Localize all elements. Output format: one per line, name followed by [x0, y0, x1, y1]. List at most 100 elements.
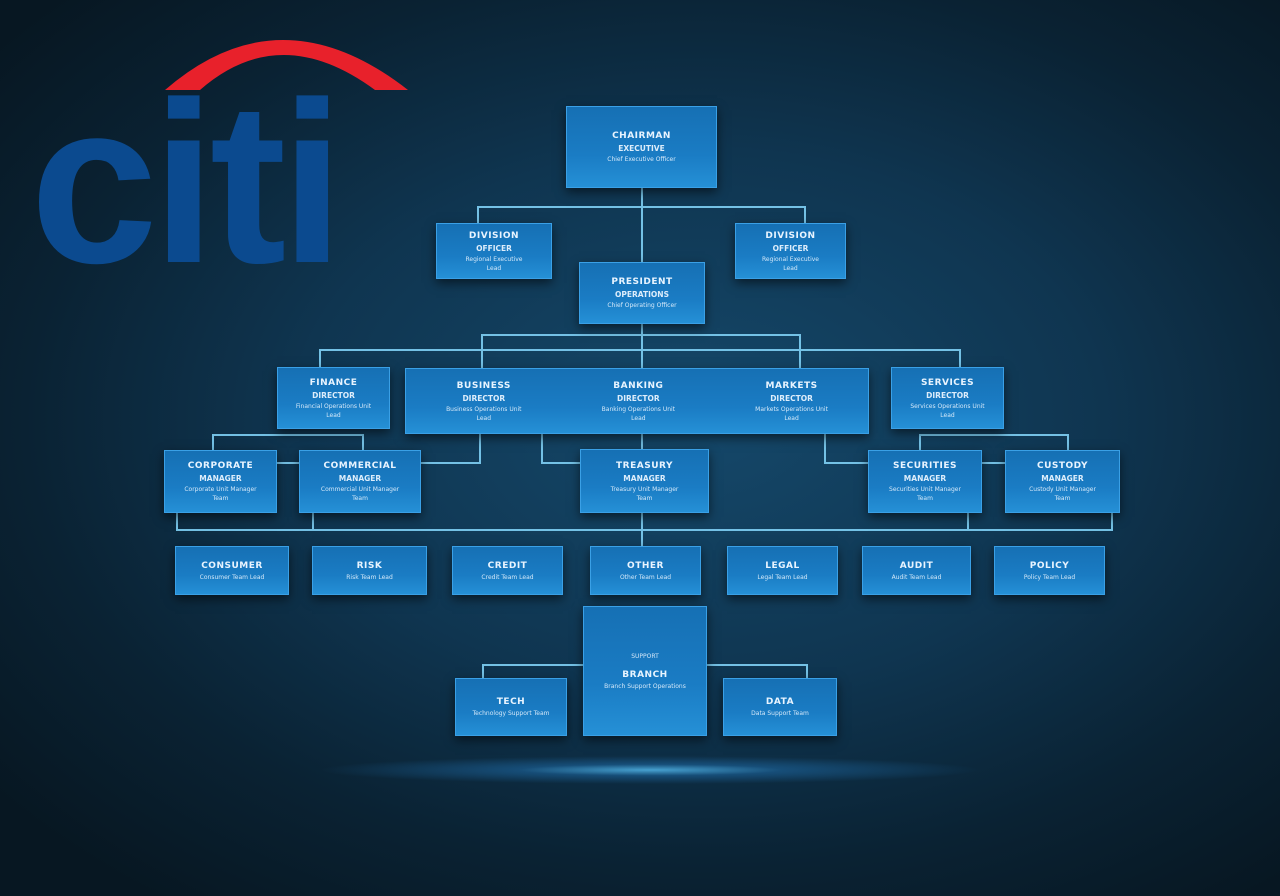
node-desc2: Team: [636, 494, 653, 502]
node-level4-6[interactable]: POLICY Policy Team Lead: [994, 546, 1105, 595]
node-title: OTHER: [627, 560, 664, 571]
node-subtitle: MANAGER: [903, 474, 947, 483]
node-title: DIVISION: [765, 230, 816, 241]
node-title: MARKETS: [765, 380, 818, 391]
node-desc: Treasury Unit Manager: [610, 485, 679, 493]
node-desc: Financial Operations Unit: [295, 402, 372, 410]
node-desc2: Lead: [783, 264, 798, 272]
node-desc2: Lead: [486, 264, 502, 272]
node-level5-right[interactable]: DATA Data Support Team: [723, 678, 837, 736]
node-desc2: Lead: [631, 414, 646, 422]
node-desc: Services Operations Unit: [910, 402, 985, 410]
node-desc: Legal Team Lead: [757, 573, 808, 581]
logo-text: citi: [30, 54, 338, 270]
node-desc: Markets Operations Unit: [755, 405, 828, 413]
node-subtitle: DIRECTOR: [926, 390, 969, 400]
node-pre: SUPPORT: [631, 652, 659, 660]
node-desc2: Team: [352, 495, 368, 502]
node-subtitle: MANAGER: [338, 474, 382, 483]
node-subtitle: DIRECTOR: [770, 393, 813, 403]
node-level2-4[interactable]: SERVICES DIRECTOR Services Operations Un…: [891, 367, 1004, 429]
node-title: RISK: [356, 560, 383, 571]
node-subtitle: OFFICER: [772, 243, 809, 253]
node-desc2: Lead: [784, 414, 799, 422]
node-desc2: Lead: [940, 411, 955, 419]
node-desc: Custody Unit Manager: [1029, 486, 1096, 493]
node-title: DIVISION: [468, 230, 520, 241]
node-desc: Chief Executive Officer: [607, 156, 676, 163]
node-desc: Regional Executive: [761, 255, 819, 263]
node-level5-left[interactable]: TECH Technology Support Team: [455, 678, 567, 736]
node-subtitle: EXECUTIVE: [618, 144, 665, 153]
node-level2-wide: BUSINESS DIRECTOR Business Operations Un…: [405, 368, 869, 434]
node-desc: Regional Executive: [465, 255, 523, 263]
node-desc2: Lead: [476, 414, 492, 422]
node-level2-3[interactable]: MARKETS DIRECTOR Markets Operations Unit…: [755, 380, 828, 423]
node-title: SECURITIES: [893, 461, 957, 471]
node-desc: Audit Team Lead: [891, 573, 942, 581]
node-level5-center[interactable]: SUPPORT BRANCH Branch Support Operations: [583, 606, 707, 736]
node-title: CONSUMER: [201, 560, 263, 571]
node-level2-2[interactable]: BANKING DIRECTOR Banking Operations Unit…: [602, 380, 675, 423]
node-title: FINANCE: [309, 377, 358, 388]
node-subtitle: OPERATIONS: [615, 290, 669, 299]
node-desc: Policy Team Lead: [1023, 573, 1076, 581]
node-level3-4[interactable]: CUSTODY MANAGER Custody Unit Manager Tea…: [1005, 450, 1120, 513]
node-desc: Banking Operations Unit: [601, 405, 676, 413]
node-desc: Other Team Lead: [619, 573, 672, 581]
node-level4-2[interactable]: CREDIT Credit Team Lead: [452, 546, 563, 595]
node-title: BUSINESS: [456, 380, 511, 391]
floor-glow: [300, 745, 1000, 795]
node-level3-0[interactable]: CORPORATE MANAGER Corporate Unit Manager…: [164, 450, 277, 513]
node-title: CORPORATE: [187, 461, 254, 471]
node-title: BANKING: [613, 380, 664, 391]
node-level3-1[interactable]: COMMERCIAL MANAGER Commercial Unit Manag…: [299, 450, 421, 513]
node-title: AUDIT: [899, 560, 934, 571]
node-level4-5[interactable]: AUDIT Audit Team Lead: [862, 546, 971, 595]
node-level4-1[interactable]: RISK Risk Team Lead: [312, 546, 427, 595]
node-title: TECH: [496, 697, 526, 707]
node-level3-3[interactable]: SECURITIES MANAGER Securities Unit Manag…: [868, 450, 982, 513]
node-title: COMMERCIAL: [323, 461, 397, 471]
node-root[interactable]: CHAIRMAN EXECUTIVE Chief Executive Offic…: [566, 106, 717, 188]
node-title: CHAIRMAN: [612, 131, 671, 141]
node-level4-4[interactable]: LEGAL Legal Team Lead: [727, 546, 838, 595]
node-title: POLICY: [1029, 560, 1070, 571]
node-level1-left[interactable]: DIVISION OFFICER Regional Executive Lead: [436, 223, 552, 279]
node-desc: Chief Operating Officer: [607, 302, 677, 309]
node-title: TREASURY: [616, 460, 673, 471]
node-desc: Business Operations Unit: [446, 405, 522, 413]
node-level4-0[interactable]: CONSUMER Consumer Team Lead: [175, 546, 289, 595]
node-desc: Securities Unit Manager: [889, 486, 961, 493]
node-subtitle: DIRECTOR: [462, 393, 506, 403]
node-desc: Risk Team Lead: [346, 573, 393, 581]
node-desc: Consumer Team Lead: [199, 573, 265, 581]
logo-arc: [165, 40, 408, 90]
node-desc: Data Support Team: [751, 710, 809, 717]
node-desc2: Lead: [326, 411, 341, 419]
node-desc: Technology Support Team: [472, 710, 550, 717]
node-level3-2[interactable]: TREASURY MANAGER Treasury Unit Manager T…: [580, 449, 709, 513]
node-subtitle: DIRECTOR: [312, 390, 355, 400]
citi-logo: citi: [30, 40, 408, 270]
node-title: CREDIT: [487, 560, 528, 571]
node-title: PRESIDENT: [611, 277, 673, 287]
node-level4-3[interactable]: OTHER Other Team Lead: [590, 546, 701, 595]
node-desc: Commercial Unit Manager: [320, 486, 400, 493]
node-subtitle: DIRECTOR: [617, 393, 660, 403]
node-level1-right[interactable]: DIVISION OFFICER Regional Executive Lead: [735, 223, 846, 279]
node-level2-1[interactable]: BUSINESS DIRECTOR Business Operations Un…: [446, 380, 521, 423]
node-desc2: Team: [917, 495, 933, 502]
node-subtitle: OFFICER: [476, 243, 512, 253]
node-subtitle: MANAGER: [623, 473, 666, 483]
node-desc2: Team: [1054, 495, 1071, 502]
node-title: CUSTODY: [1036, 461, 1089, 471]
node-title: LEGAL: [765, 560, 800, 571]
node-subtitle: MANAGER: [199, 474, 242, 483]
node-level1-center[interactable]: PRESIDENT OPERATIONS Chief Operating Off…: [579, 262, 705, 324]
node-desc: Branch Support Operations: [604, 682, 686, 690]
node-title: BRANCH: [622, 669, 668, 680]
node-level2-0[interactable]: FINANCE DIRECTOR Financial Operations Un…: [277, 367, 390, 429]
node-desc: Credit Team Lead: [481, 573, 534, 581]
